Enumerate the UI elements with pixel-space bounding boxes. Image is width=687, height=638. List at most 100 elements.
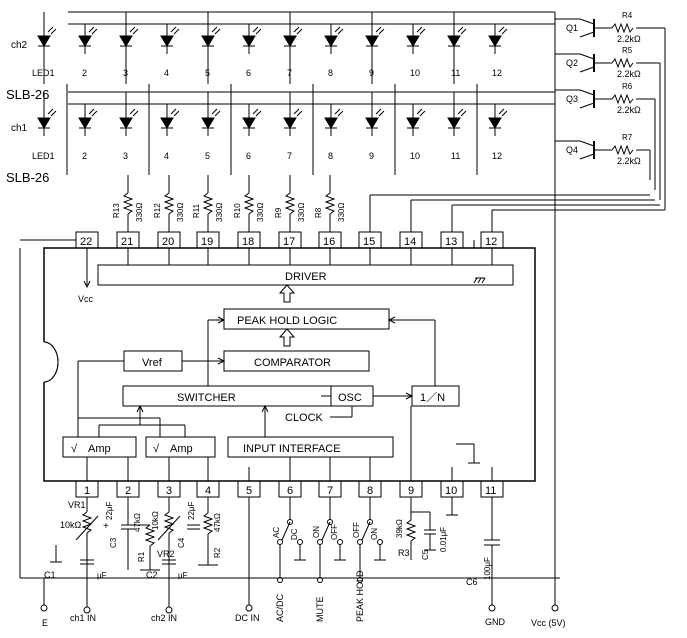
row2-led-label-4: 4 bbox=[164, 151, 169, 161]
row1-led-5 bbox=[201, 35, 215, 47]
row2-led-3 bbox=[119, 117, 133, 129]
bottom-pin-8-label: 8 bbox=[367, 485, 373, 497]
mute-switch-term-label: MUTE bbox=[315, 597, 325, 623]
dcin-terminal bbox=[245, 604, 253, 612]
amp2-text: Amp bbox=[170, 443, 193, 455]
row1-led-label-4: 4 bbox=[164, 68, 169, 78]
row2-led-10 bbox=[406, 117, 420, 129]
row1-led-label-1: LED1 bbox=[32, 68, 55, 78]
row1-led-10 bbox=[406, 35, 420, 47]
c6-value: 100μF bbox=[483, 557, 492, 580]
bottom-pin-2-label: 2 bbox=[125, 485, 131, 497]
peak-hold-logic-label: PEAK HOLD LOGIC bbox=[237, 315, 337, 327]
top-pin-13-label: 13 bbox=[445, 236, 457, 248]
row2-led-label-2: 2 bbox=[82, 151, 87, 161]
row1-led-rays-1 bbox=[47, 26, 57, 35]
segment-resistor-2-value: 330Ω bbox=[176, 203, 185, 222]
transistor-3-res-value: 2.2kΩ bbox=[617, 105, 641, 115]
row1-led-rays-7 bbox=[293, 26, 303, 35]
segment-resistor-5-name: R9 bbox=[274, 207, 283, 218]
transistor-3-label: Q3 bbox=[566, 94, 578, 104]
row2-led-label-8: 8 bbox=[328, 151, 333, 161]
peak-arrow bbox=[278, 328, 296, 347]
amp1-label: √ bbox=[71, 443, 78, 455]
row1-led-rays-12 bbox=[498, 26, 508, 35]
row1-channel-label: ch2 bbox=[11, 40, 28, 51]
r2-label: R2 bbox=[213, 547, 222, 558]
transistor-4-label: Q4 bbox=[566, 145, 578, 155]
segment-resistor-3-value: 330Ω bbox=[215, 203, 224, 222]
vref-label: Vref bbox=[142, 357, 163, 369]
transistor-4-res-value: 2.2kΩ bbox=[617, 156, 641, 166]
bottom-pin-10-label: 10 bbox=[445, 485, 457, 497]
segment-resistor-4-name: R10 bbox=[233, 203, 242, 218]
c4-label: C4 bbox=[177, 537, 186, 548]
row1-led-1 bbox=[37, 35, 51, 47]
segment-resistor-2-name: R12 bbox=[153, 203, 162, 218]
transistor-1-res-label: R4 bbox=[622, 11, 633, 20]
external-components: +C322μFR1μF10kΩ10kΩμF47kΩR2C422μF47kΩACD… bbox=[0, 0, 559, 623]
top-pin-21-label: 21 bbox=[121, 236, 133, 248]
peak-hold-switch-right: ON bbox=[370, 528, 379, 540]
transistor-1-res-value: 2.2kΩ bbox=[617, 34, 641, 44]
top-pin-16-label: 16 bbox=[323, 236, 335, 248]
ch1-terminal bbox=[83, 606, 91, 614]
acdc-switch-term-label: AC/DC bbox=[275, 593, 285, 622]
row2-led-label-5: 5 bbox=[205, 151, 210, 161]
row2-led-11 bbox=[447, 117, 461, 129]
segment-resistor-1-value: 330Ω bbox=[135, 203, 144, 222]
transistor-4-collector bbox=[579, 153, 595, 160]
e-terminal bbox=[40, 604, 48, 612]
row1-led-label-2: 2 bbox=[82, 68, 87, 78]
transistor-2-collector bbox=[579, 66, 595, 73]
c2-unit: μF bbox=[178, 571, 188, 580]
row1-led-2 bbox=[78, 35, 92, 47]
top-pin-14-label: 14 bbox=[404, 236, 416, 248]
row2-led-rays-4 bbox=[170, 108, 180, 117]
row1-led-label-10: 10 bbox=[410, 68, 420, 78]
transistor-3-collector bbox=[579, 102, 595, 109]
c5-label: C5 bbox=[421, 549, 430, 560]
driver-block bbox=[97, 264, 514, 286]
top-pin-22-label: 22 bbox=[80, 236, 92, 248]
mute-switch-left: ON bbox=[312, 526, 321, 538]
acdc-switch-contact-a bbox=[277, 539, 283, 545]
transistor-4-emitter bbox=[579, 140, 595, 147]
row1-led-rays-6 bbox=[252, 26, 262, 35]
row1-led-4 bbox=[160, 35, 174, 47]
segment-resistor-4 bbox=[243, 192, 255, 215]
row2-led-label-11: 11 bbox=[451, 151, 460, 161]
top-pin-20-label: 20 bbox=[162, 236, 174, 248]
acdc-switch-arm bbox=[281, 521, 291, 541]
row1-led-11 bbox=[447, 35, 461, 47]
row2-led-5 bbox=[201, 117, 215, 129]
ic-notch bbox=[43, 341, 59, 383]
c5-value: 0.01μF bbox=[439, 527, 448, 552]
transistor-1-label: Q1 bbox=[566, 23, 578, 33]
c3-label: C3 bbox=[109, 537, 118, 548]
input-interface-block bbox=[227, 436, 394, 458]
segment-resistor-4-value: 330Ω bbox=[256, 203, 265, 222]
bottom-pin-6-label: 6 bbox=[287, 485, 293, 497]
row2-channel-label: ch1 bbox=[11, 123, 28, 134]
row2-led-4 bbox=[160, 117, 174, 129]
row1-led-rays-11 bbox=[457, 26, 467, 35]
vcc-label: Vcc bbox=[78, 294, 94, 304]
acdc-switch-right: DC bbox=[290, 528, 299, 540]
c4-value: 22μF bbox=[187, 501, 196, 520]
peak-hold-switch-arm bbox=[361, 521, 371, 541]
transistor-2-emitter bbox=[579, 53, 595, 60]
bottom-pin-11-label: 11 bbox=[485, 485, 496, 497]
row1-led-label-12: 12 bbox=[492, 68, 502, 78]
row1-led-rays-9 bbox=[375, 26, 385, 35]
row1-led-rays-4 bbox=[170, 26, 180, 35]
row2-led-8 bbox=[324, 117, 338, 129]
row2-led-rays-1 bbox=[47, 108, 57, 117]
row2-led-rays-12 bbox=[498, 108, 508, 117]
c3-plus: + bbox=[103, 521, 109, 532]
transistor-1-resistor bbox=[611, 22, 634, 34]
row2-led-label-12: 12 bbox=[492, 151, 502, 161]
row2-led-rays-11 bbox=[457, 108, 467, 117]
transistor-2-res-label: R5 bbox=[622, 46, 633, 55]
